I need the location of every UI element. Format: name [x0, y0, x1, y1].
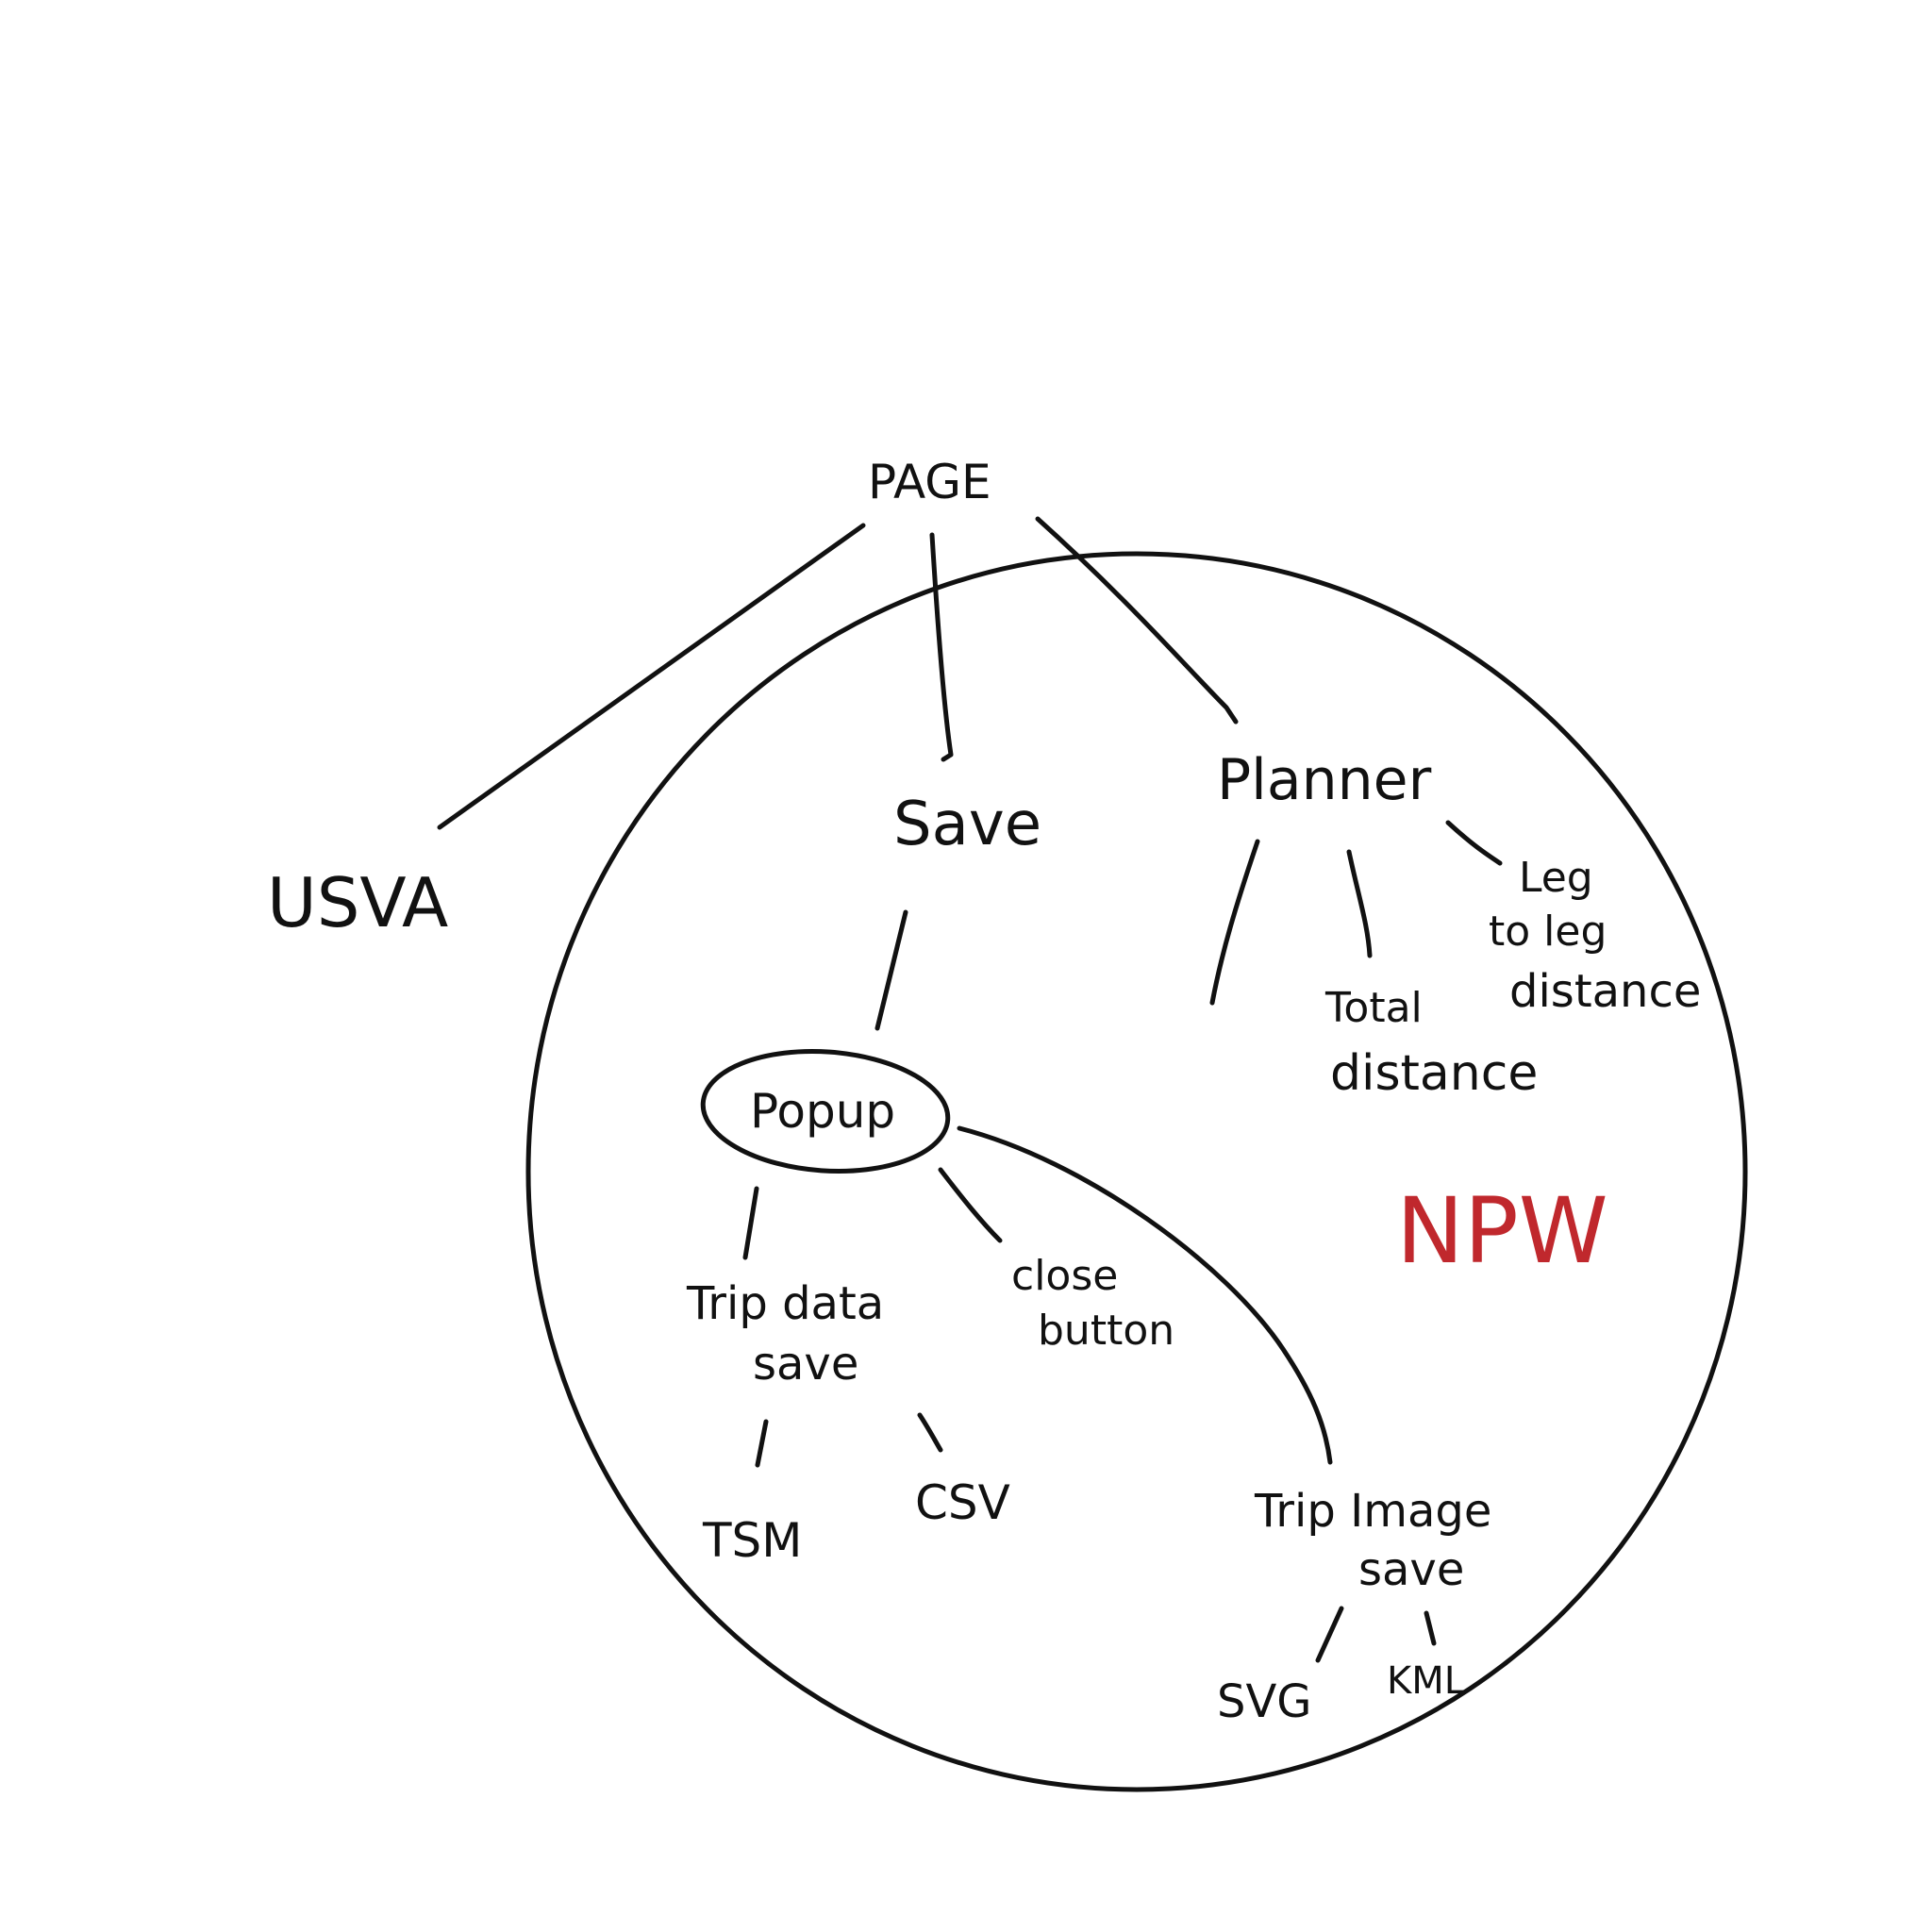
leg-to-leg-line-1: Leg — [1519, 854, 1593, 902]
leg-to-leg-line-2: to leg — [1489, 908, 1607, 956]
trip-data-save-line-2: save — [753, 1338, 858, 1391]
node-close-button: close button — [1011, 1252, 1174, 1355]
node-leg-to-leg-distance: Leg to leg distance — [1489, 854, 1701, 1018]
node-kml: KML — [1387, 1659, 1466, 1703]
node-trip-image-save: Trip Image save — [1254, 1485, 1491, 1596]
leg-to-leg-line-3: distance — [1509, 965, 1701, 1018]
edge-tripimage-svg — [1315, 1606, 1344, 1663]
edge-page-usva — [437, 523, 866, 830]
edge-tripdata-csv — [917, 1412, 943, 1453]
edge-tripdata-tsm — [755, 1419, 769, 1468]
edge-tripimage-kml — [1424, 1610, 1437, 1646]
total-distance-line-1: Total — [1324, 984, 1423, 1032]
node-planner: Planner — [1217, 747, 1432, 813]
edge-popup-close-button — [938, 1167, 1003, 1243]
edge-page-save — [929, 532, 954, 762]
edge-popup-trip-data-save — [742, 1186, 759, 1260]
total-distance-line-2: distance — [1330, 1045, 1538, 1102]
close-button-line-2: button — [1038, 1307, 1174, 1355]
edge-save-popup — [874, 909, 908, 1031]
node-svg: SVG — [1217, 1675, 1312, 1728]
node-csv: CSV — [915, 1475, 1010, 1530]
node-npw: NPW — [1396, 1178, 1608, 1284]
node-popup: Popup — [750, 1084, 895, 1139]
node-trip-data-save: Trip data save — [686, 1277, 884, 1391]
trip-data-save-line-1: Trip data — [686, 1277, 884, 1330]
edge-popup-trip-image-save — [957, 1125, 1333, 1465]
node-usva: USVA — [267, 863, 448, 942]
edge-planner-branch — [1209, 839, 1260, 1006]
node-tsm: TSM — [702, 1513, 802, 1568]
edge-planner-leg-to-leg — [1445, 820, 1503, 866]
close-button-line-1: close — [1011, 1252, 1118, 1300]
node-total-distance: Total distance — [1324, 984, 1538, 1102]
node-page: PAGE — [868, 455, 991, 509]
popup-ellipse — [700, 1049, 951, 1174]
edge-page-planner — [1035, 516, 1239, 724]
node-save: Save — [893, 790, 1041, 859]
edge-planner-total-distance — [1346, 849, 1373, 958]
npw-boundary-circle — [525, 551, 1748, 1792]
trip-image-save-line-1: Trip Image — [1254, 1485, 1491, 1538]
trip-image-save-line-2: save — [1358, 1543, 1464, 1596]
